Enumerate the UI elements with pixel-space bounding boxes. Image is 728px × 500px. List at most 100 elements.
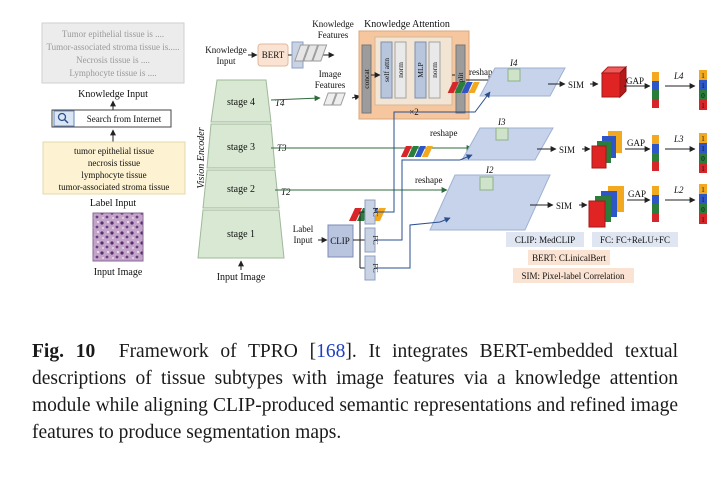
i2-label: I2 [485,165,494,175]
caption-post: ]. It integrates BERT-embedded textual d… [32,341,678,443]
legend-bert-box [528,250,610,265]
label-input-mid-l1: Label [293,224,314,234]
citation-link[interactable]: 168 [316,341,346,362]
legend-bert: BERT: CLinicalBert [532,253,606,263]
reshape-label-4: reshape [469,67,496,77]
stage-4 [210,79,272,123]
image-features-l1: Image [319,69,342,79]
label-text-box [42,141,186,195]
gt-bit-2: 1 [701,196,705,204]
knowledge-text: Necrosis tissue is .... [76,55,150,65]
stage-2 [202,169,280,209]
knowledge-text: Tumor epithelial tissue is .... [62,29,164,39]
gt-bit-3: 1 [701,135,705,143]
gt-vector-3 [699,133,707,173]
gt-vector-2 [699,184,707,224]
sim-label-2: SIM [556,201,572,211]
gt-bit-4: 0 [701,92,705,100]
gt-bit-4: 1 [701,82,705,90]
histology-image [92,212,144,262]
image-feature-tokens [323,92,346,106]
label-text: lymphocyte tissue [81,170,146,180]
caption-pre: Framework of TPRO [ [118,341,317,362]
gt-bit-3: 1 [701,165,705,173]
pixel-node-3 [495,127,509,141]
sim-label-4: SIM [568,80,584,90]
feature-plane-4 [479,67,566,97]
gt-bit-3: 1 [701,145,705,153]
stage-1-label: stage 1 [227,229,255,240]
segmentation-map-2 [588,186,624,228]
search-box [51,109,172,128]
label-input-mid-l2: Input [294,235,313,245]
norm-label-2: norm [430,62,439,78]
stage-1 [197,209,285,259]
legend-fc: FC: FC+ReLU+FC [600,235,670,245]
loss-label-3: L3 [673,134,684,144]
stage-2-label: stage 2 [227,184,255,195]
fc-to-tokens-2 [375,217,451,269]
knowledge-input-top-l2: Input [217,56,236,66]
label-text: necrosis tissue [88,158,140,168]
self-attn-box [380,41,393,99]
gt-bit-2: 0 [701,206,705,214]
input-image-label-bottom: Input Image [217,272,266,283]
stage-4-label: stage 4 [227,97,255,108]
feature-plane-2 [429,174,551,231]
class-vector-2 [652,186,659,222]
knowledge-input-top-l1: Knowledge [205,45,247,55]
stage-3-label: stage 3 [227,142,255,153]
gap-label-4: GAP [626,76,644,86]
arrow-stage4-to-image-features [270,95,321,102]
gap-label-2: GAP [628,189,646,199]
segmentation-map-3 [591,131,622,169]
label-tokens-3 [400,146,433,157]
knowledge-text-box [41,22,185,84]
concat-label: concat [362,68,371,88]
image-features-l2: Features [315,80,346,90]
norm-label-1: norm [396,62,405,78]
gt-bit-4: 1 [701,72,705,80]
stage-3 [206,123,276,169]
t2-label: T2 [281,187,291,197]
legend-sim-box [513,268,634,283]
knowledge-text: Tumor-associated stroma tissue is..... [47,42,180,52]
legend-clip-box [506,232,584,247]
gt-bit-4: 1 [701,102,705,110]
legend-clip: CLIP: MedCLIP [515,235,575,245]
i4-label: I4 [509,58,518,68]
gap-label-3: GAP [627,138,645,148]
label-tokens-4 [447,82,480,93]
mlp-box [414,41,427,99]
pixel-node-2 [479,176,494,191]
search-label: Search from Internet [87,114,162,124]
norm-box-2 [428,41,441,99]
label-input-label: Label Input [90,198,137,209]
bert-label: BERT [262,50,285,60]
clip-box [327,224,354,258]
figure-number: Fig. 10 [32,341,96,362]
legend-sim: SIM: Pixel-label Correlation [522,271,625,281]
input-image-label: Input Image [94,267,143,278]
concat-box [361,44,372,114]
self-attn-label: self attn [382,58,391,82]
feature-plane-3 [461,127,554,161]
t4-label: T4 [275,98,285,108]
knowledge-attention-title: Knowledge Attention [364,19,450,30]
knowledge-feature-tokens [294,44,328,62]
reshape-label-2: reshape [415,175,442,185]
tpro-framework-diagram: Tumor epithelial tissue is .... Tumor-as… [41,19,707,283]
fc-to-tokens-4 [375,91,491,213]
knowledge-features-l2: Features [318,30,349,40]
gt-bit-2: 1 [701,216,705,224]
gt-bit-2: 1 [701,186,705,194]
reshape-label-3: reshape [430,128,457,138]
legend-fc-box [592,232,678,247]
vision-encoder-label: Vision Encoder [196,127,207,188]
gt-bit-3: 0 [701,155,705,163]
i3-label: I3 [497,117,506,127]
sim-label-3: SIM [559,145,575,155]
figure-caption: Fig. 10 Framework of TPRO [168]. It inte… [32,338,678,446]
loss-label-4: L4 [673,71,684,81]
segmentation-map-4 [600,65,628,99]
